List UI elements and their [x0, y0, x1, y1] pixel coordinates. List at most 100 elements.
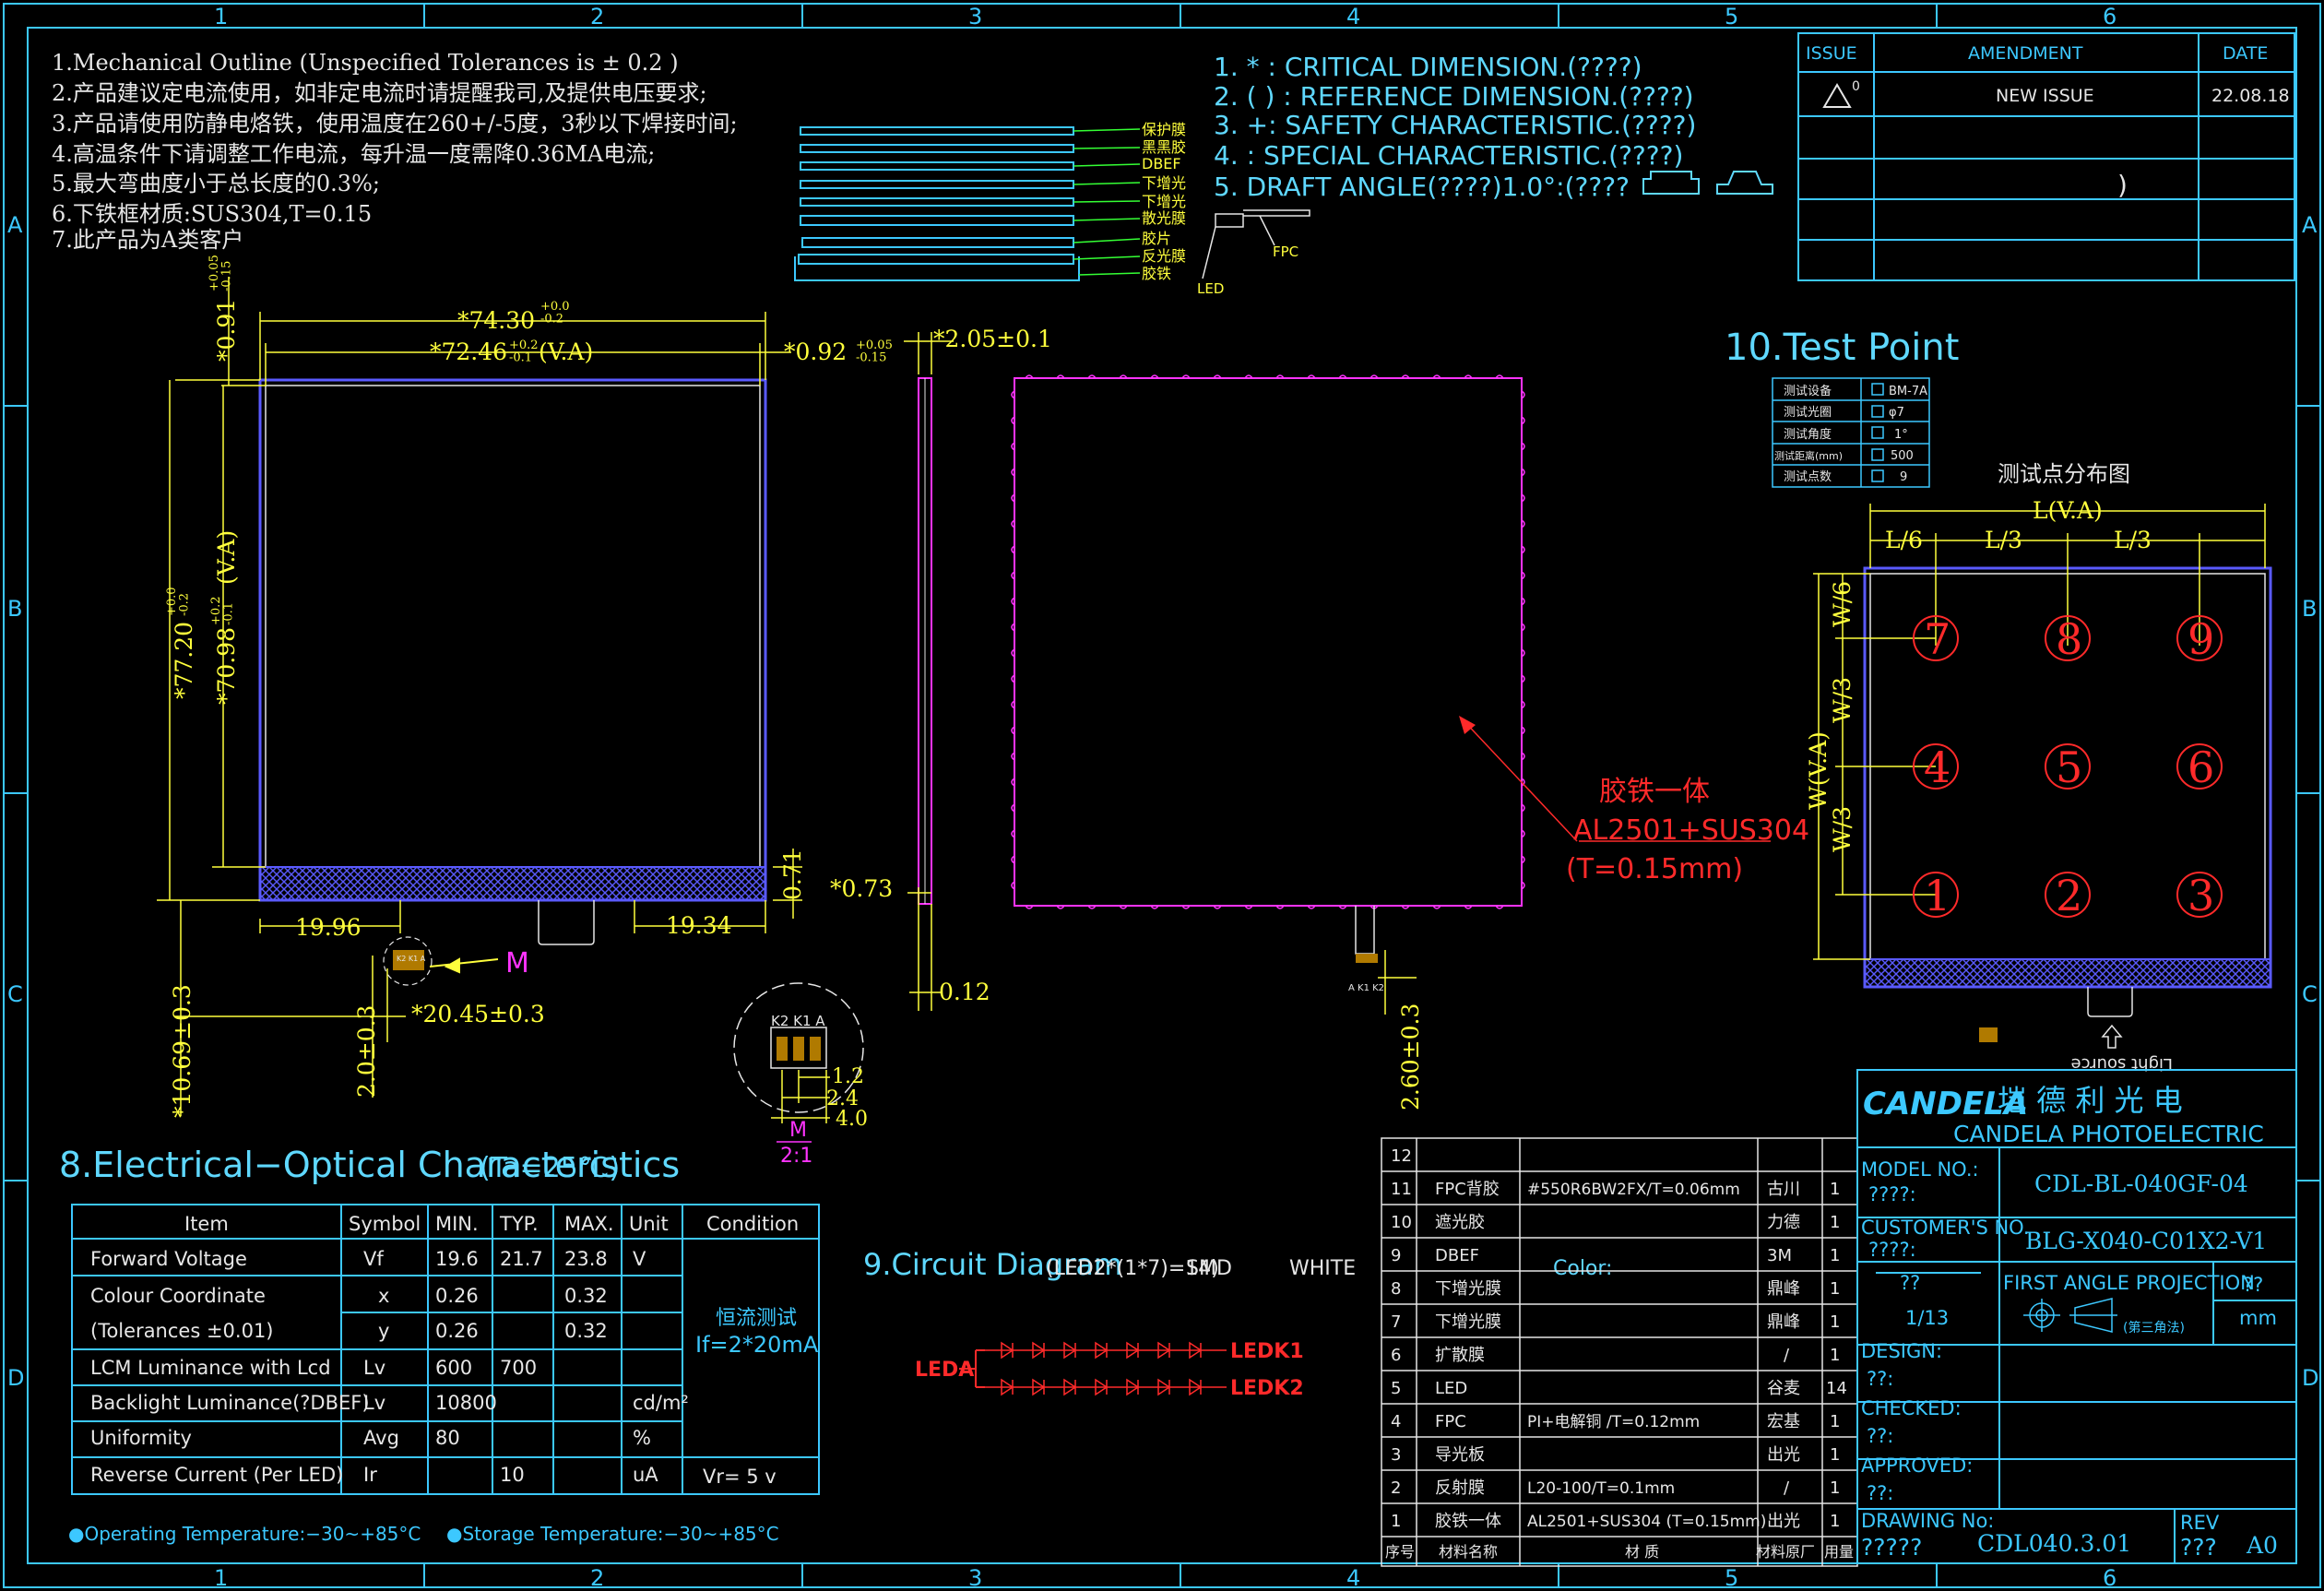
circuit-white: WHITE — [1289, 1257, 1356, 1280]
pad-24: 2.4 — [826, 1087, 859, 1110]
dim-right-gap-tol: +0.05-0.15 — [856, 338, 893, 365]
bom-cell: 3M — [1767, 1246, 1792, 1265]
projection-symbol-icon — [2023, 1298, 2117, 1333]
circuit-ledk2: LEDK2 — [1230, 1377, 1304, 1400]
circuit-section: 9.Circuit Diagram (LED2*(1*7)=14) SMD WH… — [863, 1247, 1612, 1400]
bom-cell: 1 — [1830, 1512, 1840, 1531]
note-5: 5.最大弯曲度小于总长度的0.3%; — [52, 171, 380, 196]
test-point-circle — [1913, 615, 1959, 661]
bom-cell: 出光 — [1767, 1512, 1800, 1531]
dim-right-1934: 19.34 — [666, 912, 732, 939]
rev-date: 22.08.18 — [2211, 86, 2290, 106]
eo-section: 8.Electrical−Optical Characteristics (Ta… — [59, 1145, 820, 1545]
layer-label-2: 黑黑胶 — [1142, 138, 1186, 156]
grid-labels: 1 2 3 4 5 6 1 2 3 4 5 6 A B C D A B C D — [7, 4, 2318, 1591]
tb-rev-value: A0 — [2246, 1532, 2278, 1559]
bom-cell: 扩散膜 — [1435, 1346, 1485, 1365]
eo-cell: 80 — [435, 1427, 460, 1449]
eo-header-cell: Item — [184, 1213, 229, 1235]
sheet-frame — [3, 3, 2321, 1588]
grid-left-a: A — [7, 212, 23, 238]
led-diode-icon — [1032, 1378, 1046, 1396]
eo-cell: 19.6 — [435, 1248, 479, 1270]
eo-cell: 700 — [500, 1357, 537, 1379]
issue-triangle-icon — [1822, 83, 1852, 108]
led-diode-icon — [1157, 1378, 1171, 1396]
tp-equip-l: 测试设备 — [1784, 384, 1832, 398]
bom-cell: 6 — [1391, 1346, 1401, 1365]
pad-40: 4.0 — [836, 1108, 868, 1131]
bom-cell: 下增光膜 — [1435, 1279, 1501, 1299]
eo-cell: y — [378, 1320, 389, 1342]
bom-cell: 胶铁一体 — [1435, 1512, 1501, 1531]
led-diode-icon — [1126, 1341, 1140, 1359]
symbol-2: 2. ( ) : REFERENCE DIMENSION.(????) — [1214, 81, 1694, 112]
dim-w-va-tol: +0.2-0.1 — [509, 338, 539, 365]
tb-cn: 垲 德 利 光 电 — [1998, 1083, 2183, 1118]
bom-cell: 9 — [1391, 1246, 1401, 1265]
dim-top-gap: *0.91 — [213, 299, 240, 362]
dim-h-va-tol: +0.2-0.1 — [209, 596, 236, 625]
test-point-circle — [2176, 872, 2223, 918]
test-point-label: 7 — [1924, 614, 1951, 664]
led-diode-icon — [1189, 1341, 1203, 1359]
eo-cell: (Tolerances ±0.01) — [90, 1320, 274, 1342]
eo-cell: 0.26 — [435, 1320, 479, 1342]
grid-bot-2: 2 — [590, 1565, 604, 1591]
bom-cell: PI+电解铜 /T=0.12mm — [1527, 1413, 1700, 1431]
tb-model-l: MODEL NO.: — [1861, 1158, 1979, 1181]
bom-cell: 8 — [1391, 1279, 1401, 1299]
tp-l6: L/6 — [1885, 527, 1923, 553]
layer-label-5: 下增光 — [1142, 193, 1186, 210]
m-pad-pins: K2 K1 A — [397, 955, 426, 963]
grid-right-d: D — [2302, 1365, 2318, 1391]
dim-side-012: 0.12 — [939, 979, 990, 1005]
note-7: 7.此产品为A类客户 — [52, 227, 243, 253]
bom-cell: 1 — [1830, 1279, 1840, 1299]
layer-stack: 保护膜 黑黑胶 DBEF 下增光 下增光 散光膜 胶片 反光膜 胶铁 FPC L… — [794, 121, 1310, 297]
circuit-color: Color: — [1553, 1257, 1612, 1280]
bom-cell: 1 — [1830, 1478, 1840, 1498]
led-diode-icon — [1063, 1341, 1077, 1359]
front-dimension-lines — [157, 277, 802, 1116]
tp-angle-v: 1° — [1894, 428, 1908, 442]
tp-equip-v: BM-7A — [1889, 385, 1927, 398]
tp-aperture-l: 测试光圈 — [1784, 406, 1832, 420]
test-point-circle — [2176, 615, 2223, 661]
eo-header-cell: MIN. — [435, 1213, 479, 1235]
bom-cell: 7 — [1391, 1312, 1401, 1332]
led-diode-icon — [1126, 1378, 1140, 1396]
tb-cust: BLG-X040-C01X2-V1 — [2025, 1228, 2267, 1254]
bom-cell: 宏基 — [1767, 1412, 1800, 1431]
detail-m: K2 K1 A 1.2 2.4 4.0 M 2:1 — [733, 982, 868, 1168]
bom-cell: L20-100/T=0.1mm — [1527, 1479, 1675, 1498]
eo-title-overlay: (Ta=25℃) — [480, 1152, 620, 1184]
bom-cell: 12 — [1391, 1146, 1412, 1166]
grid-top-5: 5 — [1725, 4, 1738, 30]
dim-w-va-suffix: (V.A) — [539, 338, 593, 365]
bom-footer-cell: 材料名称 — [1439, 1543, 1498, 1561]
test-point-label: 3 — [2188, 871, 2214, 920]
back-pins: A K1 K2 — [1348, 983, 1384, 993]
light-arrow-icon — [2101, 1024, 2123, 1049]
tp-w3b: W/3 — [1829, 806, 1856, 852]
symbol-1: 1. * : CRITICAL DIMENSION.(????) — [1214, 52, 1642, 82]
bom-cell: 反射膜 — [1435, 1478, 1485, 1498]
rev-header-issue: ISSUE — [1806, 43, 1857, 64]
dim-h-va: *70.98 — [213, 627, 240, 705]
rev-bracket: ) — [2117, 170, 2128, 200]
bom-footer-cell: 材料原厂 — [1756, 1543, 1815, 1561]
tb-en: CANDELA PHOTOELECTRIC — [1953, 1121, 2264, 1147]
circuit-ledk1: LEDK1 — [1230, 1340, 1304, 1363]
bom-cell: 5 — [1391, 1379, 1401, 1398]
bom-footer-cell: 用量 — [1824, 1543, 1854, 1561]
bom-cell: 1 — [1830, 1180, 1840, 1199]
eo-cell: 10 — [500, 1464, 525, 1486]
note-3: 3.产品请使用防静电烙铁，使用温度在260+/-5度，3秒以下焊接时间; — [52, 111, 738, 137]
eo-header-cell: Condition — [706, 1213, 799, 1235]
layer-label-6: 散光膜 — [1142, 209, 1186, 227]
grid-top-3: 3 — [968, 4, 982, 30]
tb-unit: mm — [2239, 1307, 2277, 1329]
frame-note-1: 胶铁一体 — [1599, 776, 1710, 808]
